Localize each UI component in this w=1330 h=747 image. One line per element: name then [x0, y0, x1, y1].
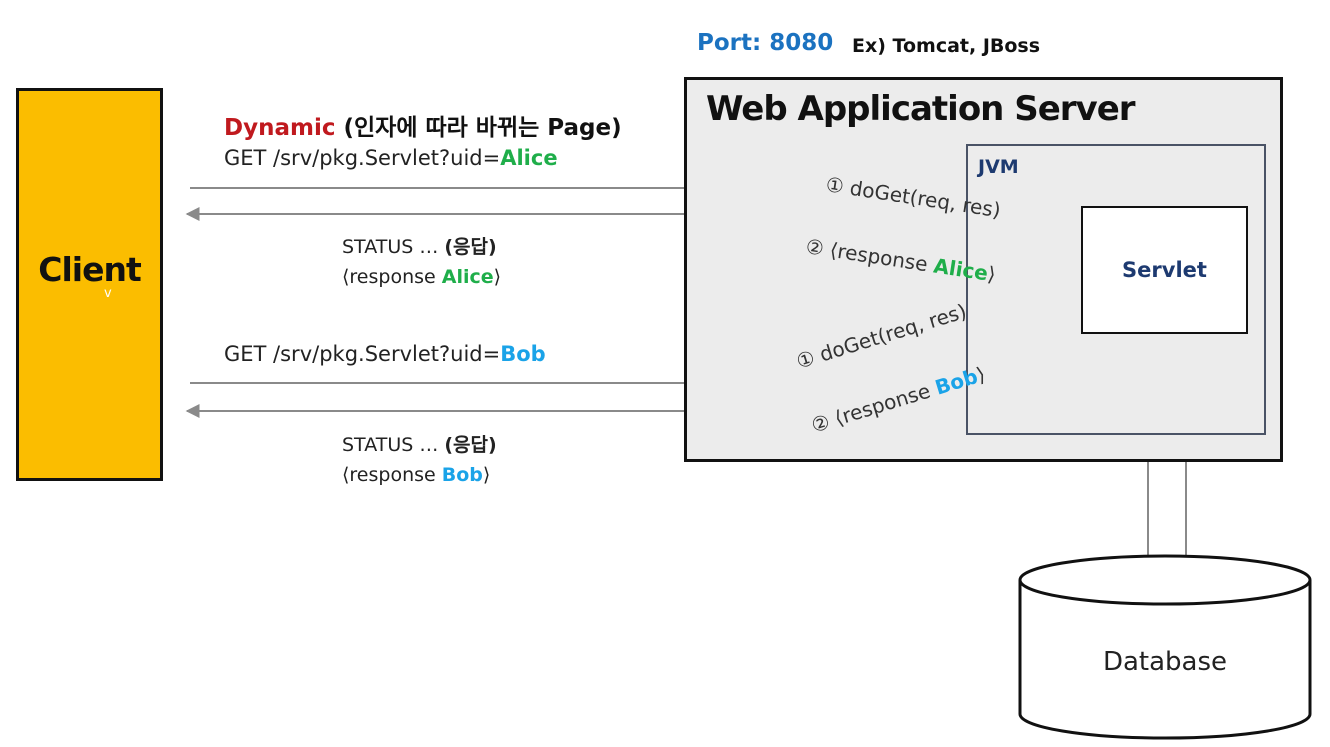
request-user: Bob [500, 342, 546, 366]
client-box [16, 88, 163, 481]
database-label: Database [1102, 647, 1228, 677]
bob-response-label: STATUS … (응답) ⟨response Bob⟩ [342, 430, 497, 490]
request-user: Alice [500, 146, 558, 170]
response-user: Bob [441, 464, 483, 486]
status-bold: (응답) [444, 434, 497, 456]
response-open: ⟨response [342, 464, 442, 486]
response-open: ⟨response [342, 266, 442, 288]
request-prefix: GET /srv/pkg.Servlet?uid= [224, 146, 501, 170]
servlet-box [1081, 206, 1248, 334]
status-prefix: STATUS … [342, 236, 439, 258]
jvm-box [966, 144, 1266, 435]
client-label: Client [38, 250, 142, 289]
bob-request-label: GET /srv/pkg.Servlet?uid=Bob [224, 342, 546, 366]
alice-request-label: GET /srv/pkg.Servlet?uid=Alice [224, 146, 558, 170]
database-cylinder [1018, 554, 1312, 740]
response-close: ⟩ [482, 464, 491, 486]
dynamic-word: Dynamic [224, 115, 336, 141]
response-user: Alice [441, 266, 494, 288]
dynamic-heading: Dynamic (인자에 따라 바뀌는 Page) [224, 108, 622, 142]
server-examples: Ex) Tomcat, JBoss [852, 35, 1041, 57]
request-prefix: GET /srv/pkg.Servlet?uid= [224, 342, 501, 366]
response-close: ⟩ [493, 266, 502, 288]
jvm-label: JVM [978, 156, 1019, 178]
status-prefix: STATUS … [342, 434, 439, 456]
dynamic-desc: (인자에 따라 바뀌는 Page) [343, 115, 622, 141]
status-bold: (응답) [444, 236, 497, 258]
alice-response-label: STATUS … (응답) ⟨response Alice⟩ [342, 232, 501, 292]
servlet-label: Servlet [1122, 258, 1207, 282]
client-mark: v [104, 286, 112, 301]
was-title: Web Application Server [706, 89, 1136, 129]
port-label: Port: 8080 [697, 30, 834, 56]
